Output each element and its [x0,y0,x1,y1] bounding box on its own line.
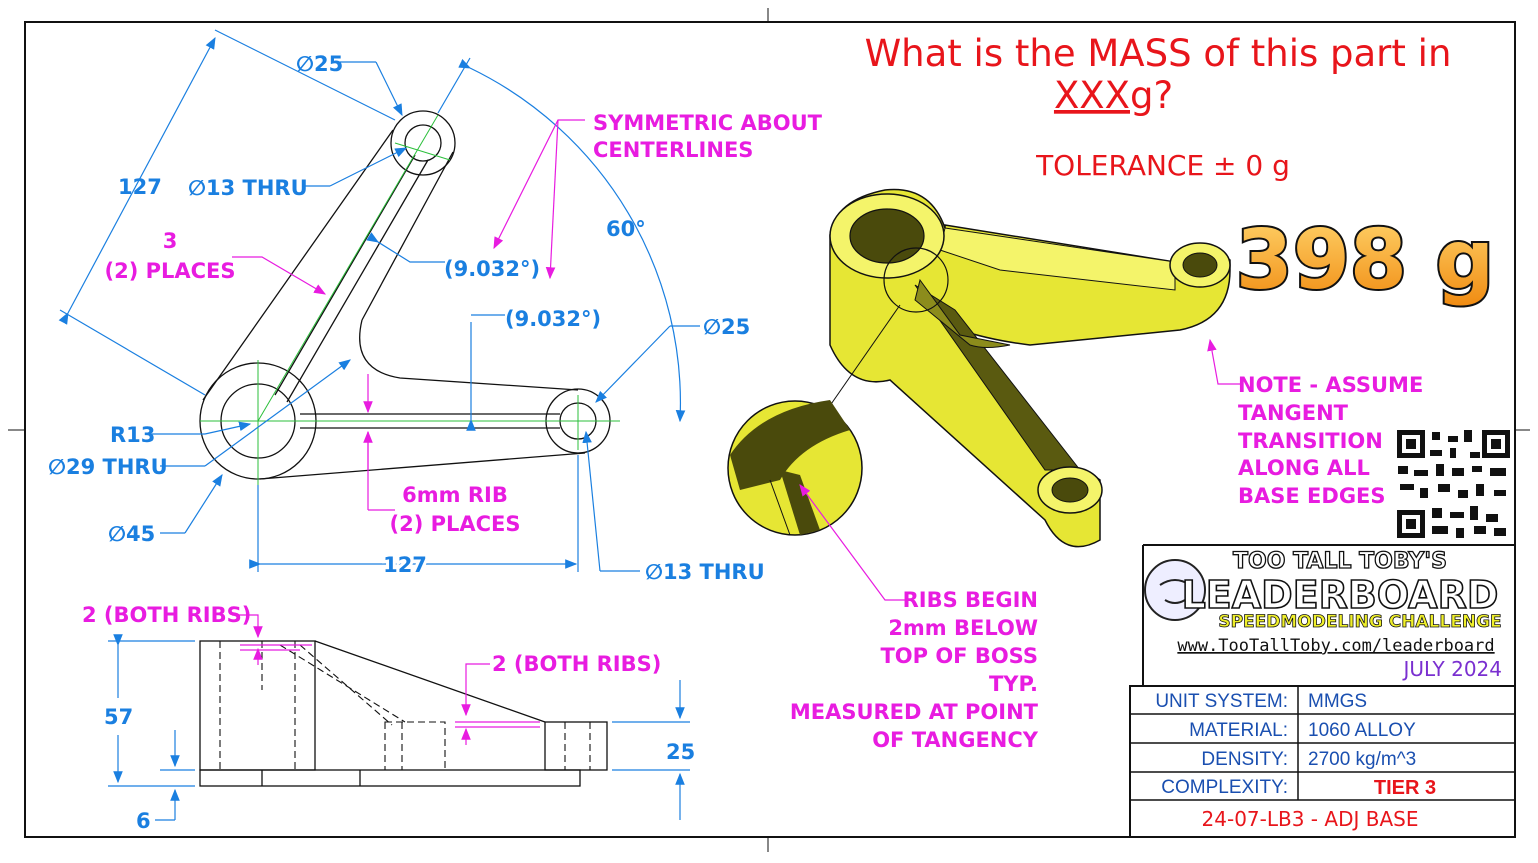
svg-text:TANGENT: TANGENT [1238,401,1349,425]
question-xxx: XXX [1054,74,1130,117]
svg-text:TOP OF BOSS: TOP OF BOSS [880,644,1038,668]
tb-label-material: MATERIAL: [1189,720,1288,741]
note-tangent: NOTE - ASSUME TANGENT TRANSITION ALONG A… [1238,373,1423,508]
note-3-places-2: (2) PLACES [104,259,235,283]
side-view-labels: 2 (BOTH RIBS) 2 (BOTH RIBS) 57 25 6 [82,603,695,833]
tb-value-unit-system: MMGS [1308,691,1367,712]
dim-d13-thru-top: ∅13 THRU [188,176,308,200]
tb-value-complexity: TIER 3 [1374,777,1436,799]
svg-text:ALONG ALL: ALONG ALL [1238,456,1370,480]
tb-label-density: DENSITY: [1201,749,1288,770]
dim-d25-right: ∅25 [703,315,750,339]
detail-circle [727,400,863,536]
side-view [199,640,608,787]
top-view-dims [58,29,700,572]
logo-line2: LEADERBOARD [1182,573,1499,617]
logo-line1: TOO TALL TOBY'S [1233,549,1447,574]
logo-url: www.TooTallToby.com/leaderboard [1177,636,1494,656]
dim-127-left: 127 [118,175,162,199]
question: What is the MASS of this part in XXX g? … [865,32,1452,182]
note-3-places-1: 3 [163,229,178,253]
svg-text:TYP.: TYP. [989,672,1038,696]
title-block: UNIT SYSTEM: MMGS MATERIAL: 1060 ALLOY D… [1129,685,1516,838]
dim-127-bottom: 127 [383,553,427,577]
question-unit: g? [1130,74,1173,117]
svg-text:NOTE - ASSUME: NOTE - ASSUME [1238,373,1423,397]
tb-value-material: 1060 ALLOY [1308,720,1416,741]
svg-text:MEASURED AT POINT: MEASURED AT POINT [790,700,1039,724]
svg-text:RIBS BEGIN: RIBS BEGIN [903,588,1038,612]
dim-angle-a: (9.032°) [444,257,540,281]
question-line1: What is the MASS of this part in [865,32,1452,75]
dim-60: 60° [606,217,646,241]
dim-d13-thru-right: ∅13 THRU [645,560,765,584]
top-view [199,110,620,485]
note-2-both-ribs-left: 2 (BOTH RIBS) [82,603,251,627]
leaderboard-logo: TOO TALL TOBY'S LEADERBOARD SPEEDMODELIN… [1142,544,1515,685]
note-symmetric-2: CENTERLINES [593,138,753,162]
dim-25: 25 [666,740,695,764]
note-6mm-rib-1: 6mm RIB [402,483,508,507]
toby-avatar-icon [1144,559,1206,621]
svg-text:TRANSITION: TRANSITION [1238,429,1383,453]
dim-d29-thru: ∅29 THRU [48,455,168,479]
dim-r13: R13 [110,423,155,447]
logo-line3: SPEEDMODELING CHALLENGE [1218,612,1501,632]
note-2-both-ribs-right: 2 (BOTH RIBS) [492,652,661,676]
dim-angle-b: (9.032°) [505,307,601,331]
dim-6: 6 [136,809,151,833]
svg-text:BASE EDGES: BASE EDGES [1238,484,1386,508]
boss-top-outer [390,110,456,176]
tb-label-complexity: COMPLEXITY: [1161,777,1288,798]
logo-date: JULY 2024 [1402,657,1503,681]
boss-top-hole [404,124,442,162]
iso-leaders [799,338,1240,601]
tb-part-number: 24-07-LB3 - ADJ BASE [1202,807,1419,831]
answer-mass: 398 g [1236,213,1494,308]
dim-d25-top: ∅25 [296,52,343,76]
side-view-dims [108,614,690,821]
note-ribs: RIBS BEGIN 2mm BELOW TOP OF BOSS TYP. ME… [790,588,1039,752]
top-view-labels: ∅25 127 ∅13 THRU 3 (2) PLACES SYMMETRIC … [48,52,823,584]
tb-value-density: 2700 kg/m^3 [1308,749,1416,770]
svg-text:2mm BELOW: 2mm BELOW [888,616,1038,640]
dim-d45: ∅45 [108,522,155,546]
qr-code [1395,428,1510,540]
iso-part [819,188,1231,548]
svg-text:OF TANGENCY: OF TANGENCY [872,728,1039,752]
tolerance: TOLERANCE ± 0 g [1035,149,1290,182]
dim-57: 57 [104,705,133,729]
note-symmetric-1: SYMMETRIC ABOUT [593,111,823,135]
note-6mm-rib-2: (2) PLACES [389,512,520,536]
tb-label-unit-system: UNIT SYSTEM: [1155,691,1288,712]
